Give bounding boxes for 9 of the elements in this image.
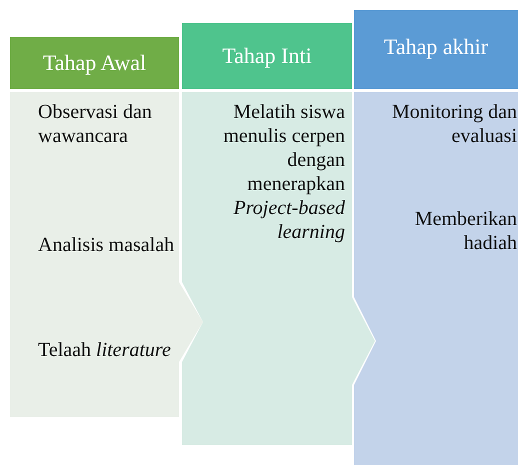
stage-header: Tahap Awal bbox=[10, 37, 179, 89]
stage-header: Tahap Inti bbox=[182, 23, 352, 89]
stage-header: Tahap akhir bbox=[354, 10, 518, 89]
step-text: Telaah literature bbox=[38, 338, 172, 362]
step-text: Monitoring dan evaluasi bbox=[391, 100, 517, 148]
step-text: Melatih siswa menulis cerpen dengan menerapkan Project-based learning bbox=[222, 100, 345, 244]
step-text: Memberikan hadiah bbox=[414, 207, 517, 255]
step-text: Analisis masalah bbox=[38, 233, 176, 257]
step-text: Observasi dan wawancara bbox=[38, 100, 153, 148]
